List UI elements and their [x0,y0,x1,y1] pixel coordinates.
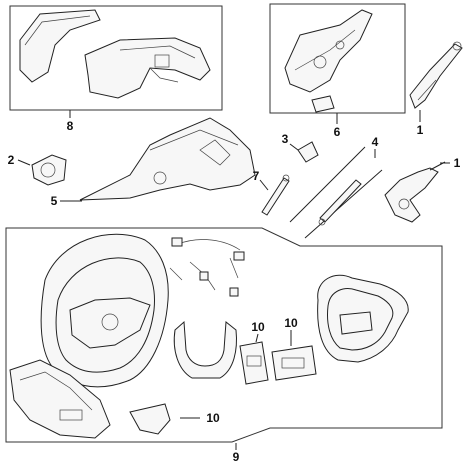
lower-trim-cover [9,359,111,439]
rod-body [261,177,290,216]
steering-column-group [269,3,406,114]
wiring-harness [169,239,241,291]
shaft-upper-body [409,43,463,109]
callout-1-upper: 1 [417,123,424,137]
callout-10-right: 10 [284,316,298,330]
callout-10-left: 10 [251,320,265,334]
intermediate-shaft-lower [384,161,446,223]
callout-1-lower: 1 [454,156,461,170]
column-bracket [311,95,335,113]
clock-spring-body [31,154,67,186]
right-switch-module [271,345,317,381]
intermediate-shaft-upper [409,41,463,109]
shaft-kit [289,146,383,239]
upper-cover [19,9,101,83]
callout-6: 6 [334,125,341,139]
lower-switch-module [129,403,171,435]
callout-2: 2 [8,153,15,167]
callout-9: 9 [233,450,240,464]
group-frame-9 [5,227,443,443]
steering-wheel-hub [69,297,151,349]
shaft-rod [319,179,362,223]
callout-3: 3 [282,132,289,146]
callout-7: 7 [253,169,260,183]
callout-8: 8 [67,119,74,133]
column-cover-group [9,5,223,111]
lower-trim-panel [79,117,256,201]
small-cover-body [297,141,319,163]
callout-5: 5 [51,194,58,208]
shaft-lower-body [384,167,439,223]
clock-spring [31,154,67,186]
small-cover [297,141,319,163]
hub-bracket [173,320,237,379]
callout-4: 4 [372,135,379,149]
trim-panel-body [79,117,256,201]
callout-10-lower: 10 [206,411,220,425]
adjuster-rod [261,174,290,216]
lower-cover [84,37,211,99]
group-frame-8 [9,5,223,111]
steering-wheel-group [5,227,443,443]
left-switch-module [239,341,269,385]
